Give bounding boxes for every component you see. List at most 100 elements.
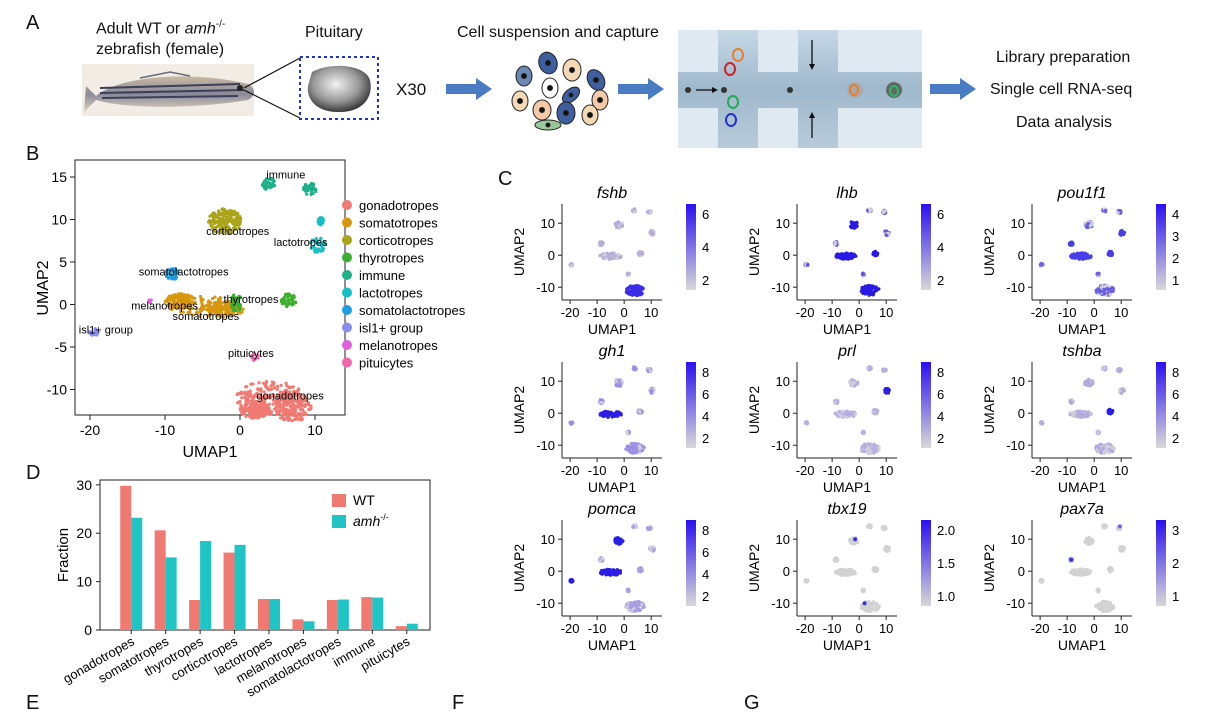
y-tick: 0 [1018, 248, 1025, 263]
bar-mut-thyrotropes [200, 541, 211, 630]
x-tick: -20 [1031, 305, 1050, 320]
x-tick: -20 [561, 463, 580, 478]
expression-points [569, 523, 656, 613]
gene-title: tshba [1062, 343, 1101, 360]
scale-tick: 4 [937, 240, 944, 255]
bar-legend: WT amh-/- [332, 492, 389, 529]
legend-dot [342, 200, 352, 210]
gene-title: tbx19 [827, 501, 866, 518]
x-tick: 10 [879, 305, 893, 320]
y-label: UMAP2 [746, 228, 762, 276]
legend-dot [342, 218, 352, 228]
x-tick: -10 [1058, 305, 1077, 320]
gene-title: pou1f1 [1057, 185, 1107, 202]
x-label: UMAP1 [823, 321, 871, 337]
expression-point [1118, 524, 1122, 528]
y-tick: 0 [783, 564, 790, 579]
y-label: UMAP2 [511, 228, 527, 276]
pituitary-shape [308, 66, 371, 112]
x-tick: -10 [823, 305, 842, 320]
expression-points [569, 365, 656, 455]
cluster-label: somatotropes [173, 311, 240, 323]
expression-points [804, 207, 891, 297]
bar-mut-melanotropes [303, 621, 314, 630]
legend-dot [342, 358, 352, 368]
scale-tick: 4 [937, 409, 944, 424]
bar-wt-pituicytes [396, 626, 407, 630]
scale-tick: 2 [1172, 251, 1179, 266]
umap-xtick: 0 [236, 422, 244, 438]
scale-tick: 1 [1172, 273, 1179, 288]
y-label: UMAP2 [981, 228, 997, 276]
x-tick: 0 [1091, 305, 1098, 320]
x-tick: 0 [621, 305, 628, 320]
bar-ylabel: Fraction [55, 528, 72, 582]
expression-points [804, 523, 891, 613]
legend-dot [342, 235, 352, 245]
bar-wt-somatotropes [155, 530, 166, 630]
x-tick: 0 [856, 463, 863, 478]
y-tick: 0 [548, 564, 555, 579]
bar-wt-lactotropes [258, 599, 269, 630]
scale-tick: 4 [1172, 207, 1179, 222]
x-tick: 10 [1114, 305, 1128, 320]
bar-mut-gonadotropes [131, 518, 142, 630]
y-label: UMAP2 [981, 386, 997, 434]
umap-ytick: 10 [51, 212, 67, 228]
y-tick: 0 [1018, 406, 1025, 421]
bar-mut-immune [372, 598, 383, 630]
bar-ytick: 30 [76, 477, 92, 493]
microfluidic-chip [678, 30, 922, 148]
legend-dot [342, 270, 352, 280]
scale-tick: 2.0 [937, 523, 955, 538]
expression-points [1039, 523, 1126, 613]
cluster-label: gonadotropes [257, 391, 325, 403]
x-tick: -10 [823, 621, 842, 636]
legend-swatch-wt [332, 494, 346, 507]
legend-item: thyrotropes [359, 251, 425, 266]
umap-ylabel: UMAP2 [35, 260, 52, 315]
scale-tick: 1.5 [937, 556, 955, 571]
y-tick: -10 [771, 596, 790, 611]
expression-point [863, 601, 867, 605]
scale-tick: 8 [702, 365, 709, 380]
expression-points [1039, 207, 1126, 297]
legend-dot [342, 305, 352, 315]
y-tick: 0 [783, 406, 790, 421]
y-tick: -10 [536, 596, 555, 611]
bar-wt-immune [361, 597, 372, 630]
expression-points [803, 365, 890, 455]
x-tick: 10 [644, 621, 658, 636]
y-label: UMAP2 [981, 544, 997, 592]
y-label: UMAP2 [511, 386, 527, 434]
umap-ytick: -5 [55, 339, 68, 355]
cluster-label: immune [266, 170, 305, 182]
cluster-label: pituicytes [228, 348, 274, 360]
gene-title: pomca [587, 501, 636, 518]
scale-tick: 8 [702, 523, 709, 538]
umap-xlabel: UMAP1 [182, 444, 237, 461]
y-tick: -10 [536, 280, 555, 295]
scale-tick: 2 [702, 273, 709, 288]
gene-title: prl [837, 343, 856, 360]
y-tick: 10 [776, 374, 790, 389]
umap-ytick: 0 [59, 297, 67, 313]
x-tick: -10 [1058, 621, 1077, 636]
x-tick: 10 [879, 463, 893, 478]
gene-title: pax7a [1059, 501, 1104, 518]
x-tick: -20 [796, 463, 815, 478]
legend-item: lactotropes [359, 286, 423, 301]
scale-tick: 2 [702, 589, 709, 604]
legend-item: corticotropes [359, 233, 434, 248]
y-tick: 0 [548, 406, 555, 421]
x-tick: 10 [879, 621, 893, 636]
scale-tick: 6 [937, 207, 944, 222]
cluster-label: thyrotropes [224, 294, 280, 306]
color-scale-bar [686, 362, 696, 448]
panel-label-f: F [452, 692, 464, 715]
